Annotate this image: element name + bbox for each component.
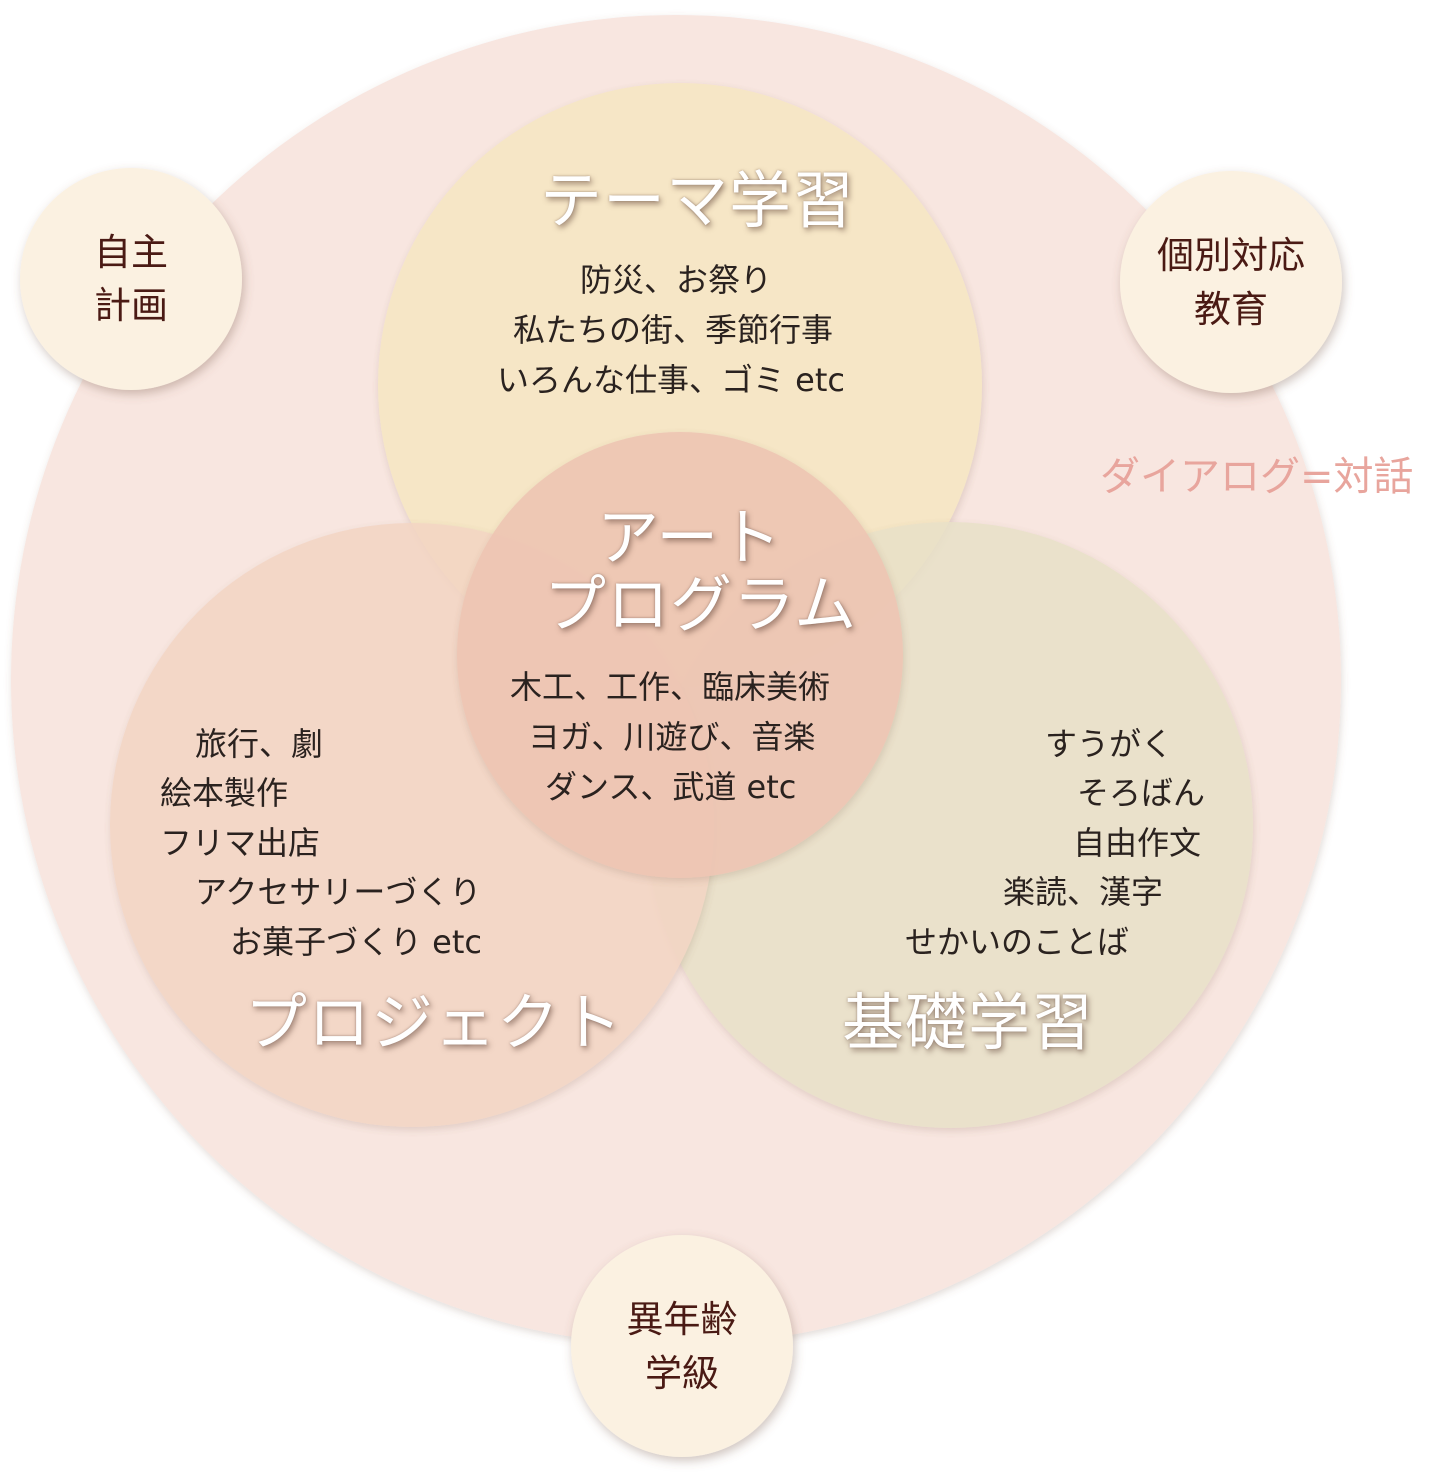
project-item-2: 絵本製作 bbox=[160, 774, 289, 812]
basic-title: 基礎学習 bbox=[842, 986, 1095, 1059]
art-item-3: ダンス、武道 etc bbox=[545, 768, 797, 806]
mixed-age-line-2: 学級 bbox=[645, 1352, 719, 1395]
project-item-4: アクセサリーづくり bbox=[195, 873, 482, 911]
project-item-5: お菓子づくり etc bbox=[230, 923, 483, 961]
project-item-3: フリマ出店 bbox=[160, 824, 321, 862]
basic-item-2: そろばん bbox=[1077, 774, 1206, 812]
theme-item-1: 防災、お祭り bbox=[580, 261, 773, 299]
art-circle bbox=[457, 432, 903, 878]
art-item-1: 木工、工作、臨床美術 bbox=[510, 668, 831, 706]
art-title-line-2: プログラム bbox=[544, 568, 858, 641]
self-plan-circle bbox=[20, 168, 242, 390]
project-item-1: 旅行、劇 bbox=[195, 725, 324, 763]
project-title: プロジェクト bbox=[245, 986, 624, 1059]
self-plan-line-2: 計画 bbox=[94, 284, 168, 327]
basic-item-1: すうがく bbox=[1045, 725, 1174, 763]
basic-item-5: せかいのことば bbox=[905, 923, 1130, 961]
basic-item-4: 楽読、漢字 bbox=[1003, 873, 1164, 911]
self-plan-line-1: 自主 bbox=[94, 231, 168, 274]
art-title-line-1: アート bbox=[597, 501, 783, 574]
theme-item-3: いろんな仕事、ゴミ etc bbox=[497, 361, 846, 399]
basic-item-3: 自由作文 bbox=[1073, 824, 1202, 862]
dialogue-label: ダイアログ=対話 bbox=[1100, 454, 1414, 500]
individual-circle bbox=[1120, 171, 1342, 393]
individual-line-2: 教育 bbox=[1194, 288, 1268, 331]
theme-title: テーマ学習 bbox=[540, 164, 856, 237]
art-item-2: ヨガ、川遊び、音楽 bbox=[528, 718, 816, 756]
individual-line-1: 個別対応 bbox=[1157, 234, 1305, 277]
mixed-age-line-1: 異年齢 bbox=[626, 1298, 738, 1341]
theme-item-2: 私たちの街、季節行事 bbox=[513, 311, 834, 349]
mixed-age-circle bbox=[571, 1235, 793, 1457]
